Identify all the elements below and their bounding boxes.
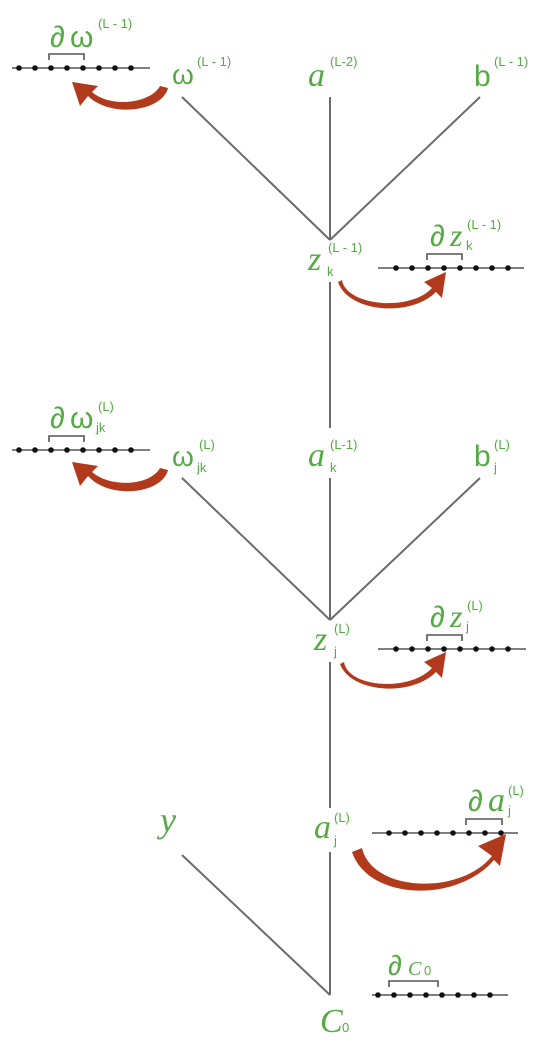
arrow-a-L bbox=[352, 834, 506, 891]
edges bbox=[181, 96, 481, 996]
node-base: z bbox=[307, 241, 321, 278]
delta-base: z bbox=[449, 217, 463, 253]
node-sub: j bbox=[493, 460, 497, 475]
node-sub: j bbox=[333, 833, 337, 848]
delta-prefix: ∂ bbox=[430, 601, 445, 634]
node-sup: (L - 1) bbox=[197, 54, 231, 69]
arrow-w-prev bbox=[72, 82, 168, 110]
arrow-z-prev bbox=[338, 272, 446, 309]
numberline-dz-L: ∂ z (L) j bbox=[378, 598, 526, 652]
node-sub: 0 bbox=[342, 1020, 349, 1035]
delta-bracket bbox=[465, 818, 503, 825]
delta-sup: (L) bbox=[508, 783, 524, 798]
delta-prefix: ∂ bbox=[50, 402, 65, 435]
node-sup: (L - 1) bbox=[328, 240, 362, 255]
edge-w-L-to-z-L bbox=[181, 477, 331, 621]
delta-prefix: ∂ bbox=[388, 950, 402, 981]
node-sup: (L) bbox=[494, 437, 510, 452]
numberline-dots bbox=[16, 65, 134, 71]
node-base: a bbox=[308, 437, 325, 474]
node-base: y bbox=[157, 800, 176, 840]
node-a-prev: a (L-1) k bbox=[308, 437, 357, 475]
delta-bracket bbox=[388, 980, 439, 987]
delta-prefix: ∂ bbox=[50, 21, 65, 54]
delta-sup: (L - 1) bbox=[467, 217, 501, 232]
edge-w-prev-to-z-prev bbox=[181, 96, 331, 241]
node-sup: (L-1) bbox=[330, 437, 357, 452]
delta-base: ω bbox=[70, 402, 93, 435]
node-base: b bbox=[474, 60, 491, 93]
node-a-prev2: a (L-2) bbox=[308, 54, 357, 94]
node-b-L: b (L) j bbox=[474, 437, 510, 475]
node-base: b bbox=[474, 440, 491, 473]
delta-base: z bbox=[449, 598, 463, 634]
node-base: a bbox=[314, 809, 331, 846]
edge-y-to-cost bbox=[181, 854, 331, 996]
numberline-dw-L: ∂ ω (L) jk bbox=[12, 399, 150, 453]
numberline-dcost: ∂ C 0 bbox=[372, 950, 508, 998]
delta-bracket bbox=[48, 435, 85, 442]
node-sup: (L) bbox=[199, 437, 215, 452]
node-sub: j bbox=[333, 644, 337, 659]
edge-b-L-to-z-L bbox=[329, 477, 481, 621]
arrow-w-L bbox=[72, 462, 168, 492]
delta-prefix: ∂ bbox=[430, 220, 445, 253]
node-base: ω bbox=[172, 59, 194, 90]
node-a-L: a (L) j bbox=[314, 809, 350, 848]
node-w-L: ω (L) jk bbox=[172, 437, 215, 475]
node-sub: k bbox=[330, 460, 337, 475]
node-sub: k bbox=[327, 264, 334, 279]
delta-sub: 0 bbox=[424, 963, 431, 978]
arrow-z-L bbox=[340, 652, 446, 689]
numberline-dots bbox=[393, 265, 511, 271]
node-base: a bbox=[308, 57, 325, 94]
numberline-dots bbox=[16, 447, 134, 453]
delta-base: ω bbox=[70, 21, 93, 54]
numberline-dw-prev: ∂ ω (L - 1) bbox=[12, 16, 150, 71]
numberline-da-L: ∂ a (L) j bbox=[372, 782, 524, 836]
node-sup: (L - 1) bbox=[494, 54, 528, 69]
delta-sub: jk bbox=[95, 420, 106, 435]
delta-bracket bbox=[48, 53, 85, 60]
delta-bracket bbox=[426, 253, 463, 260]
node-y: y bbox=[157, 800, 176, 840]
node-w-prev: ω (L - 1) bbox=[172, 54, 231, 90]
node-z-prev: z (L - 1) k bbox=[307, 240, 362, 279]
node-sup: (L-2) bbox=[330, 54, 357, 69]
delta-base: C bbox=[408, 958, 422, 980]
numberline-dz-prev: ∂ z (L - 1) k bbox=[378, 217, 524, 271]
delta-bracket bbox=[426, 634, 463, 641]
delta-prefix: ∂ bbox=[468, 785, 483, 818]
node-sub: jk bbox=[196, 460, 207, 475]
delta-sub: j bbox=[507, 803, 511, 818]
delta-sub: k bbox=[466, 238, 473, 253]
delta-sup: (L) bbox=[467, 598, 483, 613]
node-sup: (L) bbox=[334, 810, 350, 825]
delta-sub: j bbox=[465, 619, 469, 634]
node-base: z bbox=[313, 621, 327, 658]
numberline-dots bbox=[375, 992, 493, 998]
node-cost: C 0 bbox=[320, 1003, 349, 1040]
numberline-dots bbox=[386, 830, 504, 836]
delta-sup: (L - 1) bbox=[98, 16, 132, 31]
node-base: C bbox=[320, 1003, 343, 1040]
node-z-L: z (L) j bbox=[313, 621, 350, 659]
delta-sup: (L) bbox=[98, 399, 114, 414]
node-b-prev: b (L - 1) bbox=[474, 54, 528, 93]
edge-b-prev-to-z-prev bbox=[329, 96, 481, 241]
numberline-dots bbox=[393, 646, 511, 652]
node-sup: (L) bbox=[334, 621, 350, 636]
node-base: ω bbox=[172, 441, 194, 472]
delta-base: a bbox=[488, 782, 505, 819]
